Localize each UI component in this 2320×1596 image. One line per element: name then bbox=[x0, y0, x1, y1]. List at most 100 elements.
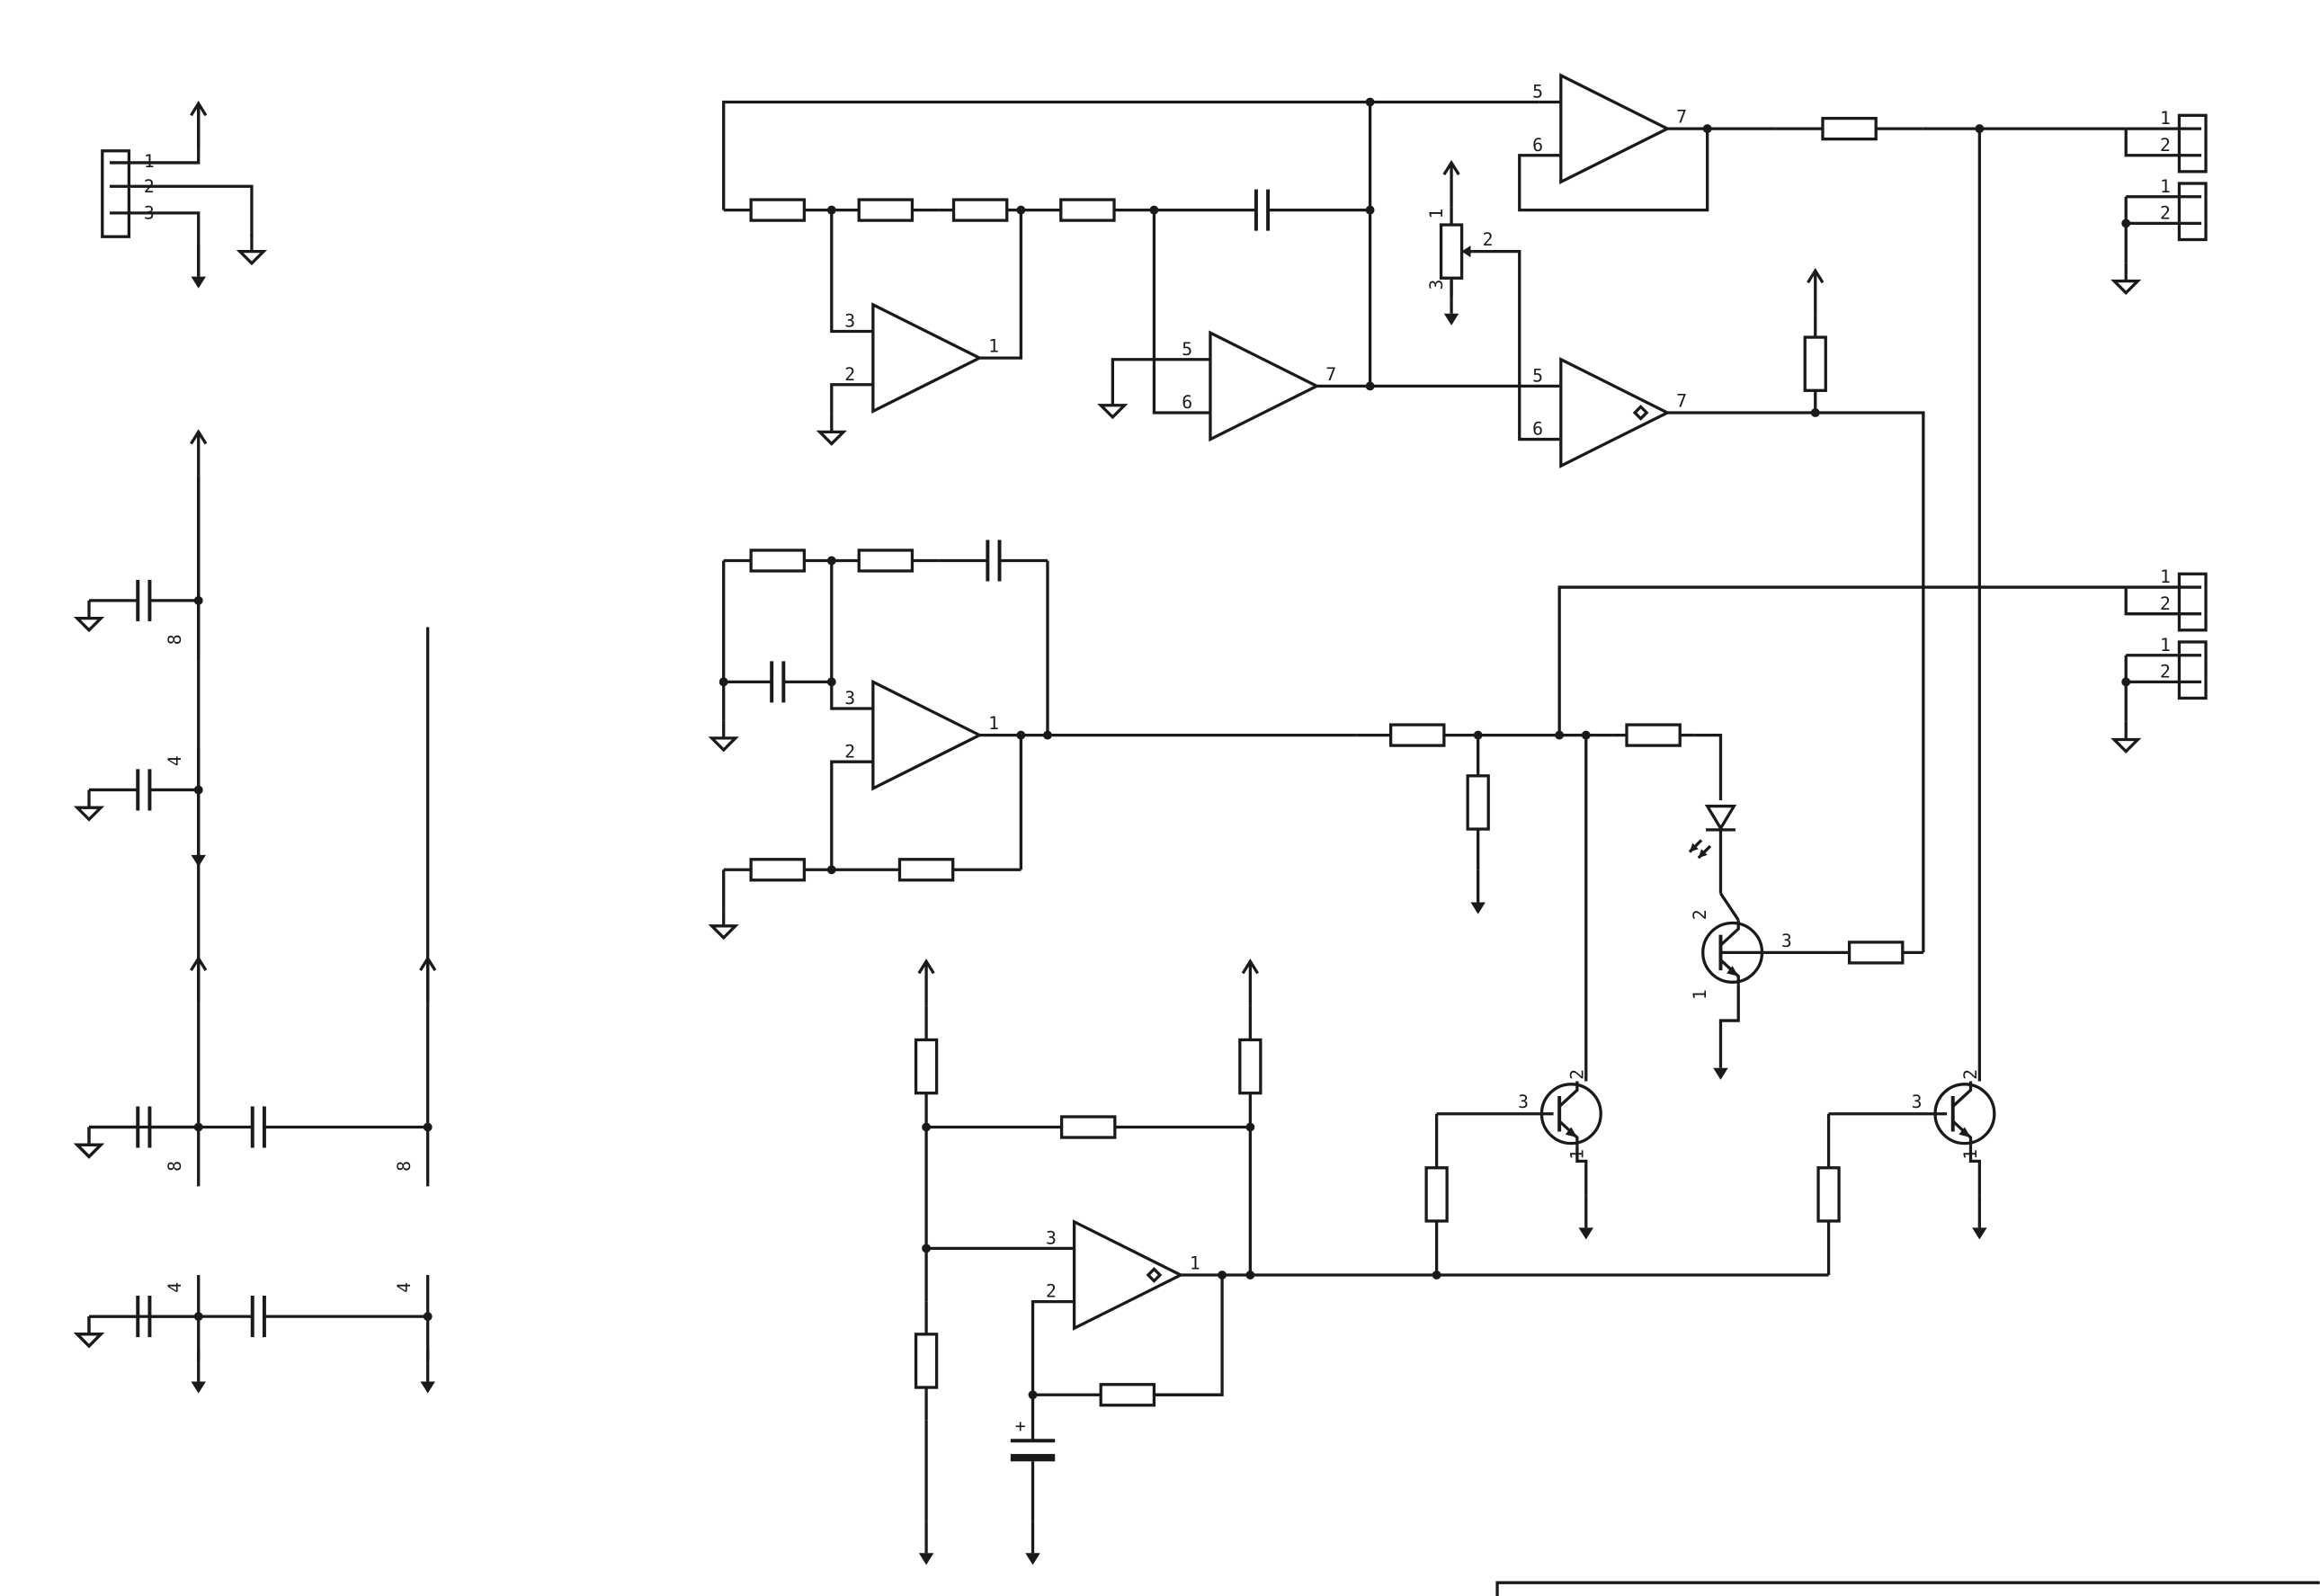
r11 bbox=[1032, 1383, 1223, 1407]
u1c-supply-block-vpos bbox=[190, 429, 208, 477]
c10 bbox=[1154, 189, 1370, 231]
j1-ground bbox=[236, 233, 268, 266]
r6 bbox=[831, 858, 1022, 882]
u2a-opamp: 3 2 1 bbox=[844, 679, 999, 791]
pin-number: 2 bbox=[1566, 1069, 1587, 1080]
r21-vpos bbox=[917, 958, 935, 1006]
q1-vneg bbox=[1578, 1195, 1593, 1240]
c7 bbox=[723, 661, 832, 703]
pin-number: 7 bbox=[1676, 107, 1687, 128]
pin-number: 6 bbox=[1532, 135, 1543, 156]
pin-number: 6 bbox=[1182, 392, 1192, 413]
u3c-supply-block: 84 bbox=[394, 627, 430, 1361]
pin-number: 3 bbox=[1912, 1092, 1923, 1112]
mid-section-wires: 2 3 1 bbox=[722, 560, 1829, 1036]
pin-number: 3 bbox=[144, 202, 155, 223]
pin-number: 2 bbox=[1690, 909, 1710, 920]
u3c-supply-block-ctop-gnd bbox=[73, 1127, 105, 1159]
pin-number: 1 bbox=[1426, 209, 1447, 219]
pin-number: 4 bbox=[165, 755, 185, 766]
r2 bbox=[723, 548, 832, 573]
pin-number: 1 bbox=[2160, 635, 2171, 655]
r10 bbox=[1021, 198, 1155, 222]
c9 bbox=[939, 539, 1048, 582]
pin-number: 1 bbox=[1566, 1149, 1587, 1160]
j3-ground bbox=[2110, 263, 2142, 296]
u3b-comparator: 567 bbox=[1532, 357, 1687, 468]
pin-number: 4 bbox=[165, 1282, 185, 1293]
r8-vneg bbox=[918, 1520, 934, 1565]
pin-number: 3 bbox=[844, 311, 855, 332]
pin-number: 8 bbox=[165, 634, 185, 645]
c7-ground bbox=[708, 720, 739, 753]
c8-vneg bbox=[1025, 1520, 1040, 1565]
u2c-supply-block-vpos bbox=[190, 955, 208, 1003]
q1-transistor bbox=[1539, 1081, 1602, 1146]
pin-number: 3 bbox=[844, 688, 855, 709]
r23 bbox=[1816, 1113, 1841, 1276]
q2-transistor bbox=[1701, 920, 1764, 985]
d1-led bbox=[1688, 804, 1737, 894]
r13 bbox=[1356, 723, 1478, 747]
r16 bbox=[1803, 315, 1827, 413]
pin-number: 7 bbox=[1325, 364, 1336, 385]
pin-number: 2 bbox=[2160, 593, 2171, 614]
r12-vpos bbox=[1241, 958, 1259, 1006]
u2b-opamp: 5 6 7 bbox=[1532, 73, 1687, 185]
q3-vneg bbox=[1972, 1195, 1987, 1240]
u2c-supply-block-vneg bbox=[191, 1349, 206, 1394]
pin-number: 3 bbox=[1046, 1227, 1057, 1248]
j1-vneg-rail bbox=[191, 244, 206, 289]
pin-number: 2 bbox=[144, 176, 155, 197]
r1 bbox=[723, 198, 832, 222]
pin-number: 1 bbox=[2160, 176, 2171, 197]
pin-number: 8 bbox=[165, 1161, 185, 1172]
pin-number: 1 bbox=[2160, 566, 2171, 587]
pin-number: 1 bbox=[1960, 1149, 1981, 1160]
u3c-supply-block-ctop bbox=[88, 1106, 428, 1148]
q3-transistor bbox=[1933, 1081, 1996, 1146]
u1c-supply-block-ctop-gnd bbox=[73, 600, 105, 633]
u1c-supply-block: 84 bbox=[165, 476, 201, 834]
title-block-border bbox=[1495, 1581, 2320, 1596]
r8 bbox=[914, 1301, 939, 1421]
r7 bbox=[939, 198, 1022, 222]
u1b-opamp: 567 bbox=[1182, 330, 1336, 442]
r15 bbox=[1612, 723, 1694, 747]
u3c-supply-block-vneg bbox=[420, 1349, 435, 1394]
u1a-opamp: 321 bbox=[844, 302, 999, 414]
pin-number: 2 bbox=[1960, 1069, 1981, 1080]
r22 bbox=[1424, 1113, 1449, 1276]
r5 bbox=[831, 548, 940, 573]
u2c-supply-block: 84 bbox=[165, 627, 201, 1361]
pin-number: 3 bbox=[1781, 931, 1792, 951]
u3c-supply-block-cbot bbox=[88, 1296, 428, 1338]
rv1-vpos bbox=[1442, 159, 1460, 208]
j5-ground bbox=[2110, 721, 2142, 754]
r3-ground bbox=[708, 908, 739, 941]
r17 bbox=[1775, 116, 1923, 141]
r14-vneg bbox=[1470, 869, 1486, 914]
pin-number: 2 bbox=[844, 741, 855, 762]
pin-number: 1 bbox=[1190, 1253, 1200, 1273]
pin-number: 7 bbox=[1676, 390, 1687, 411]
open-collector-icon bbox=[1632, 405, 1649, 421]
pin-number: 3 bbox=[1518, 1092, 1529, 1112]
pin-number: 5 bbox=[1532, 82, 1543, 103]
j1-vpos-rail bbox=[190, 101, 208, 148]
r16-vpos bbox=[1807, 267, 1825, 316]
pin-number: 1 bbox=[144, 151, 155, 172]
pin-number: 3 bbox=[1426, 280, 1447, 290]
pin-number: 1 bbox=[1690, 989, 1710, 1000]
pin-number: 2 bbox=[844, 364, 855, 385]
pin-number: 2 bbox=[2160, 135, 2171, 156]
pin-number: 1 bbox=[2160, 108, 2171, 129]
u1c-supply-block-cbot-gnd bbox=[73, 789, 105, 822]
pin-number: 4 bbox=[394, 1282, 415, 1293]
j1-power-connector: 1 2 3 bbox=[101, 103, 254, 277]
pin-number: 1 bbox=[988, 713, 999, 734]
r18 bbox=[1828, 941, 1923, 965]
